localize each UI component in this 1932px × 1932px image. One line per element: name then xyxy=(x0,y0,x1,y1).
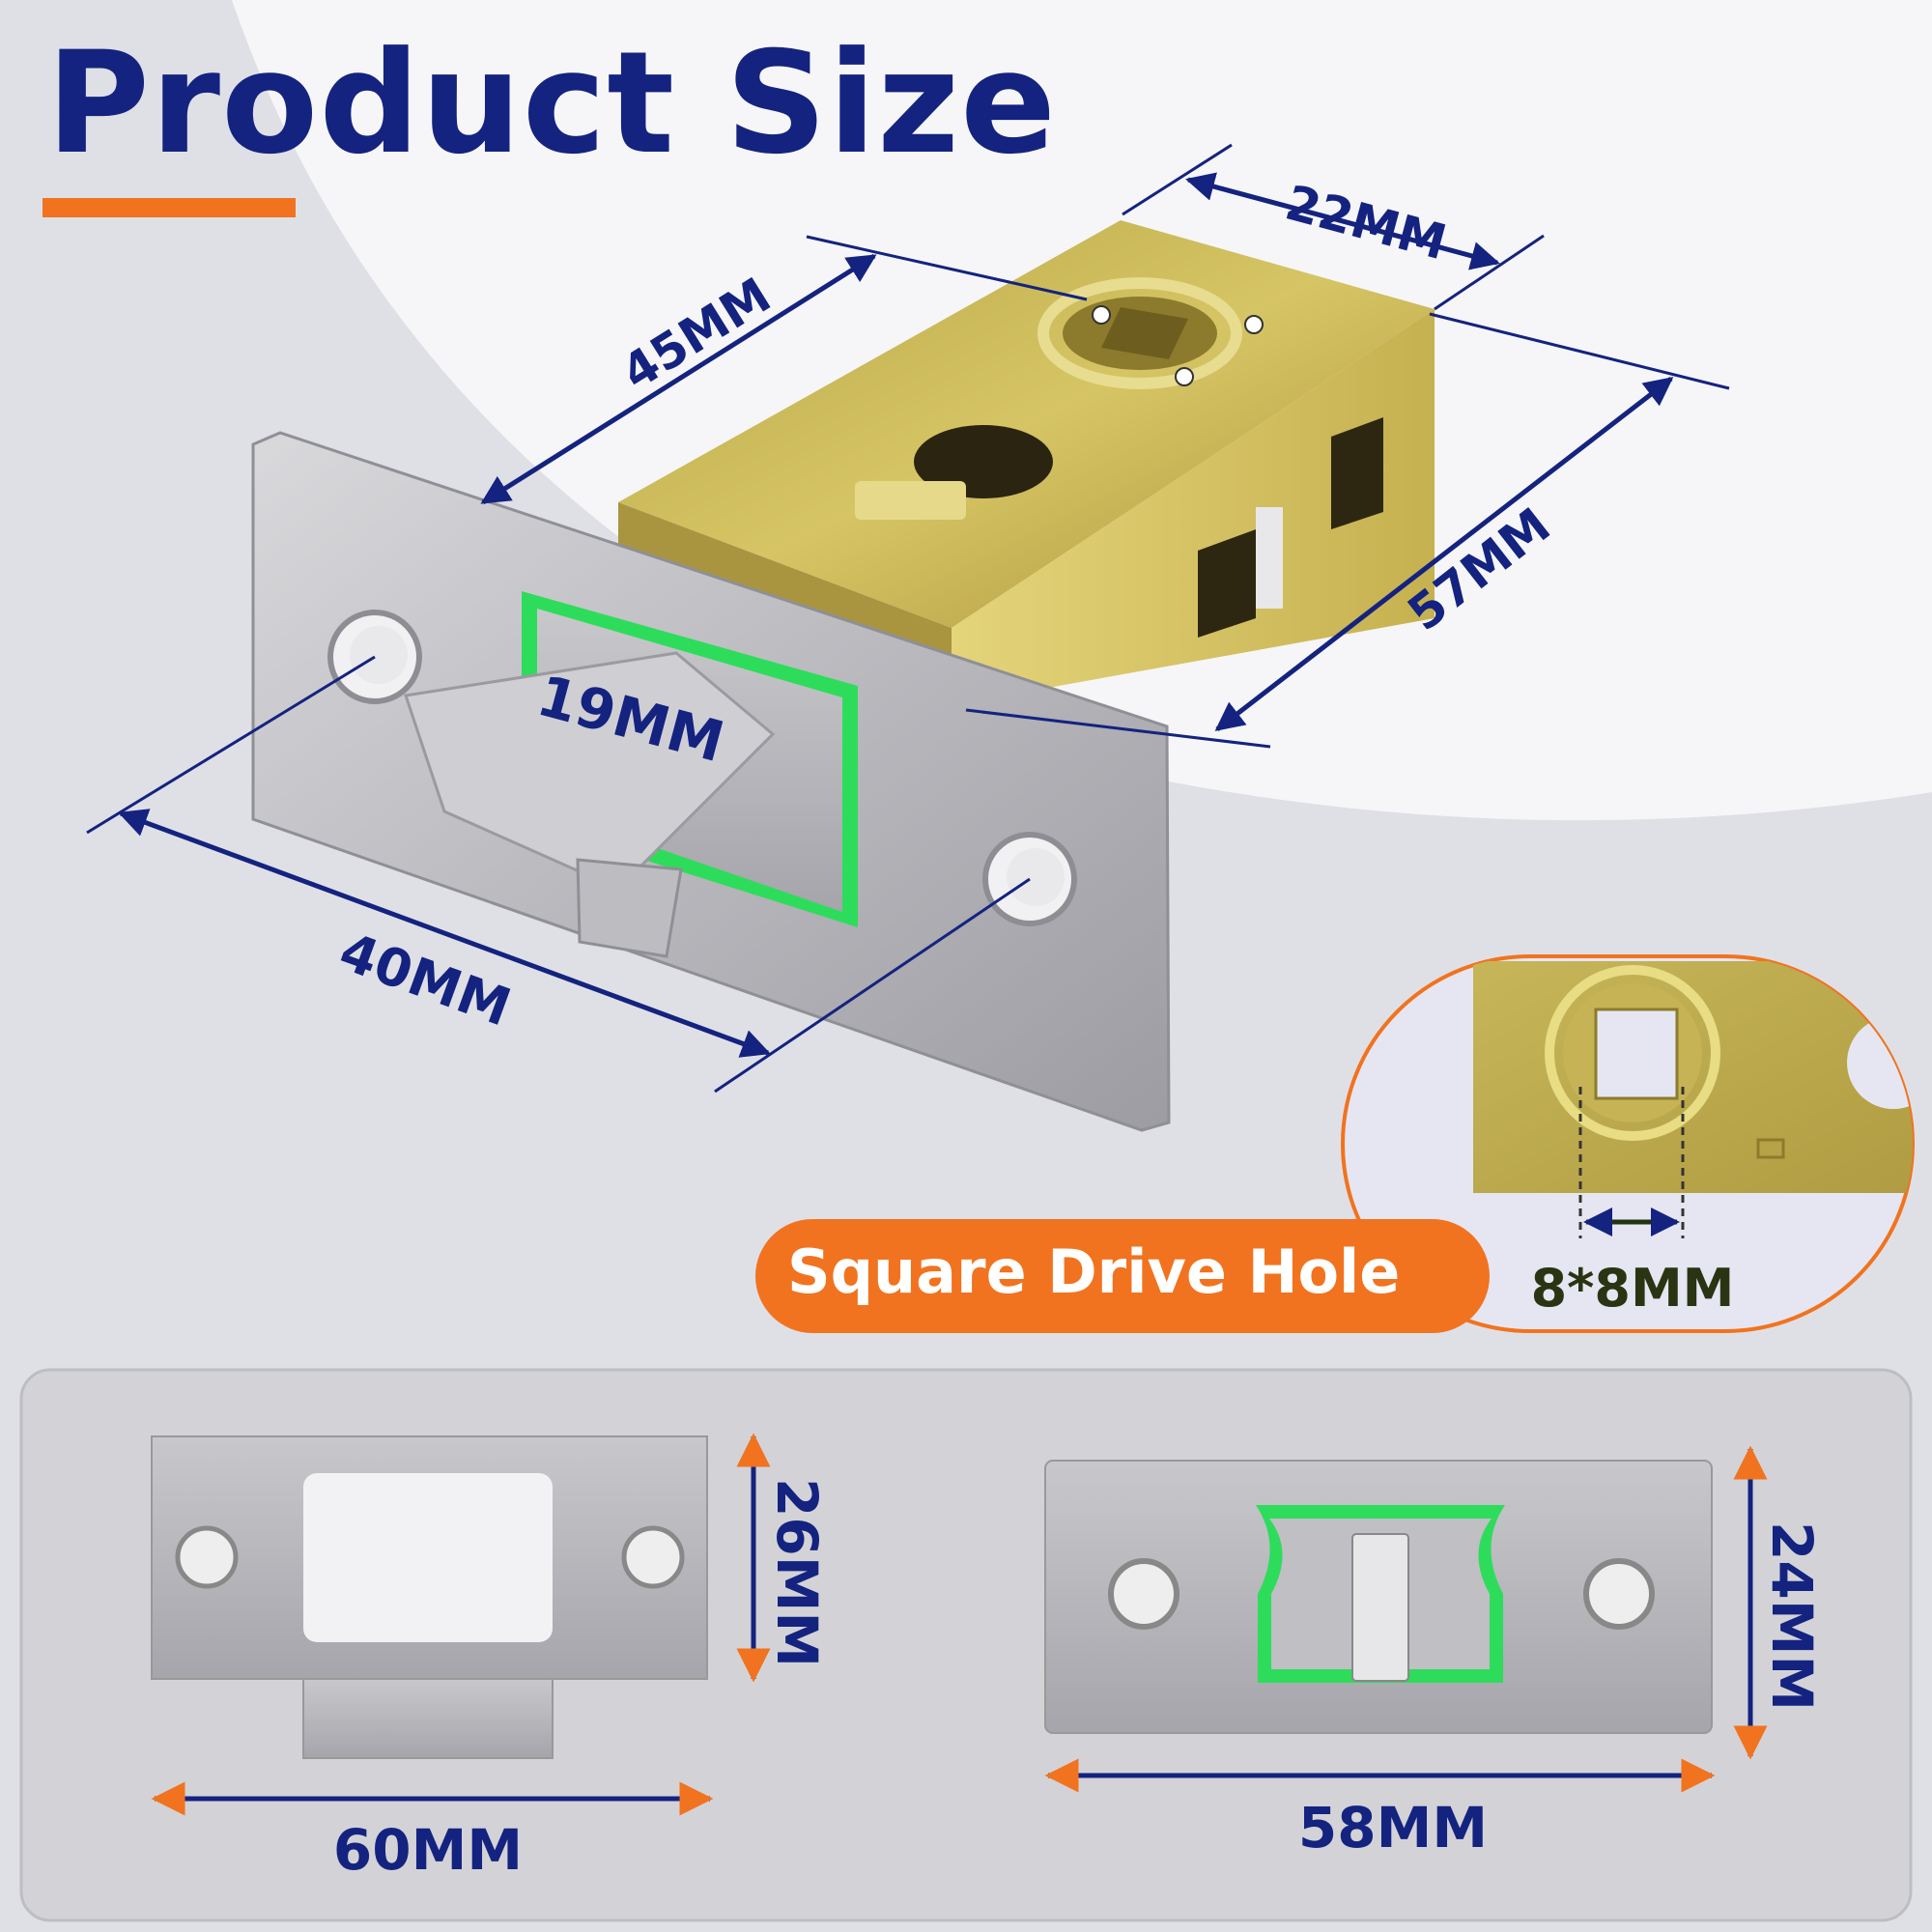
square-drive-callout: 8*8MM xyxy=(1341,954,1915,1333)
square-drive-dimension: 8*8MM xyxy=(1531,1258,1735,1319)
callout-label: Square Drive Hole xyxy=(787,1236,1401,1307)
strike-plate xyxy=(151,1435,708,1759)
callout-label-pill xyxy=(755,1219,1490,1333)
dimension-label-24mm: 24MM xyxy=(1759,1521,1825,1711)
dimension-label-60mm: 60MM xyxy=(333,1817,523,1883)
spindle-ring xyxy=(1037,277,1242,389)
dimension-lines xyxy=(86,143,1730,1094)
title-underline xyxy=(43,198,296,217)
dimension-label-26mm: 26MM xyxy=(764,1478,830,1667)
bottom-panel xyxy=(19,1368,1913,1922)
page-title: Product Size xyxy=(46,21,1058,185)
dimension-label-58mm: 58MM xyxy=(1298,1795,1488,1861)
faceplate-front-view xyxy=(1044,1460,1713,1734)
